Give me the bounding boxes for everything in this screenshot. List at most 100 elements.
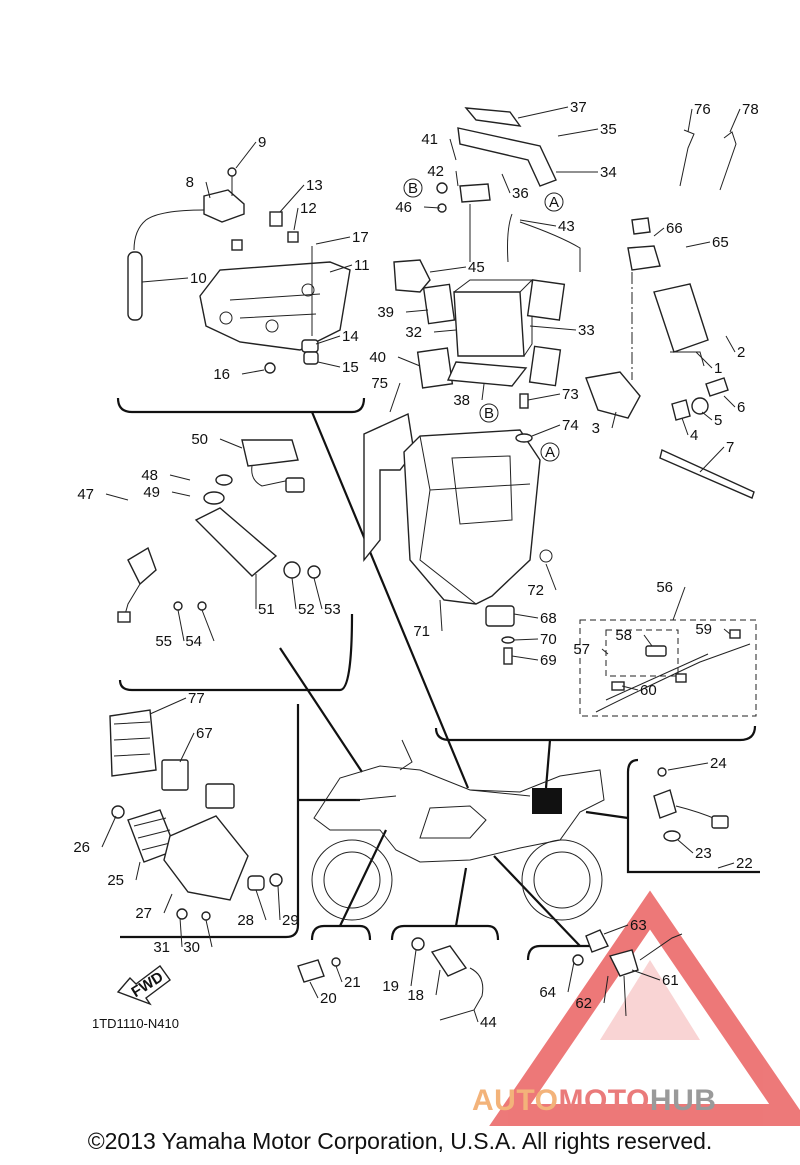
- part-number-68: 68: [540, 610, 557, 627]
- watermark-text-moto: MOTO: [558, 1084, 650, 1117]
- part-number-41: 41: [421, 131, 438, 148]
- part-number-61: 61: [662, 972, 679, 989]
- part-number-2: 2: [737, 344, 745, 361]
- part-number-20: 20: [320, 990, 337, 1007]
- copyright-footer: ©2013 Yamaha Motor Corporation, U.S.A. A…: [87, 1128, 713, 1154]
- part-number-35: 35: [600, 121, 617, 138]
- callout-leader-76: [687, 108, 693, 133]
- part-number-34: 34: [600, 164, 617, 181]
- part-number-16: 16: [213, 366, 230, 383]
- callout-leader-25: [135, 861, 141, 881]
- callout-leader-63: [603, 924, 629, 935]
- diagram-code: 1TD1110-N410: [92, 1016, 179, 1031]
- callout-leader-41: [449, 138, 457, 161]
- sensor-groups: [297, 767, 729, 1021]
- part-number-1: 1: [714, 360, 722, 377]
- part-number-77: 77: [188, 690, 205, 707]
- part-number-14: 14: [342, 328, 359, 345]
- ignition-coil-group: [127, 167, 351, 374]
- part-number-53: 53: [324, 601, 341, 618]
- callout-leader-77: [149, 697, 187, 715]
- part-number-49: 49: [143, 484, 160, 501]
- part-number-64: 64: [539, 984, 556, 1001]
- callout-leader-18: [435, 969, 441, 996]
- callout-leader-24: [667, 762, 709, 771]
- callout-leader-54: [201, 609, 215, 642]
- callout-leader-35: [557, 128, 599, 137]
- callout-leader-9: [235, 141, 257, 169]
- part-number-25: 25: [107, 872, 124, 889]
- forward-direction-arrow: FWD: [116, 965, 171, 1006]
- part-number-17: 17: [352, 229, 369, 246]
- callout-leader-43: [519, 219, 557, 227]
- callout-leader-64: [567, 961, 575, 993]
- callout-leader-37: [517, 106, 569, 119]
- watermark-logo-triangle: [489, 890, 800, 1126]
- callout-leader-62: [603, 975, 609, 1004]
- callout-leader-70: [513, 638, 539, 641]
- callout-leader-2: [725, 335, 736, 353]
- part-number-24: 24: [710, 755, 727, 772]
- callout-leader-8: [205, 181, 211, 199]
- part-number-63: 63: [630, 917, 647, 934]
- callout-leader-68: [513, 613, 539, 619]
- part-number-50: 50: [191, 431, 208, 448]
- part-number-4: 4: [690, 427, 698, 444]
- callout-leader-66: [653, 227, 665, 237]
- part-number-71: 71: [413, 623, 430, 640]
- part-number-36: 36: [512, 185, 529, 202]
- rectifier-group: [109, 709, 283, 921]
- part-number-38: 38: [453, 392, 470, 409]
- part-number-72: 72: [527, 582, 544, 599]
- part-number-28: 28: [237, 912, 254, 929]
- callout-leader-69: [511, 655, 539, 661]
- part-number-58: 58: [615, 627, 632, 644]
- part-number-57: 57: [573, 641, 590, 658]
- part-number-18: 18: [407, 987, 424, 1004]
- callout-leader-5: [701, 411, 713, 421]
- frame-to-vehicle-lines: [279, 411, 629, 947]
- callout-leader-1: [695, 351, 713, 369]
- callout-leader-50: [219, 438, 243, 449]
- callout-leader-7: [699, 446, 725, 473]
- callout-leader-39: [405, 309, 429, 313]
- callout-leader-45: [429, 266, 467, 273]
- callout-leader-53: [313, 577, 323, 610]
- part-number-11: 11: [354, 257, 370, 274]
- part-number-30: 30: [183, 939, 200, 956]
- callout-leader-20: [309, 981, 319, 999]
- part-number-70: 70: [540, 631, 557, 648]
- part-number-67: 67: [196, 725, 213, 742]
- callout-leader-6: [723, 395, 736, 408]
- ref-mark-a-top: A: [549, 194, 559, 211]
- part-number-32: 32: [405, 324, 422, 341]
- callout-leader-40: [397, 356, 421, 367]
- callout-leader-13: [279, 184, 305, 213]
- callout-leader-21: [335, 965, 343, 983]
- part-number-33: 33: [578, 322, 595, 339]
- atv-vehicle-outline: [311, 739, 605, 921]
- callout-leader-38: [481, 383, 485, 401]
- callout-leader-29: [277, 885, 281, 921]
- callout-leader-19: [410, 949, 417, 987]
- part-number-5: 5: [714, 412, 722, 429]
- callout-leader-12: [293, 207, 299, 231]
- part-number-3: 3: [592, 420, 600, 437]
- part-number-78: 78: [742, 101, 759, 118]
- part-number-56: 56: [656, 579, 673, 596]
- part-number-15: 15: [342, 359, 359, 376]
- callout-leader-75: [389, 382, 401, 413]
- callout-leader-32: [433, 329, 457, 333]
- part-number-75: 75: [371, 375, 388, 392]
- part-number-62: 62: [575, 995, 592, 1012]
- part-number-39: 39: [377, 304, 394, 321]
- battery-box-group: [393, 107, 581, 389]
- callout-leader-22: [717, 862, 735, 869]
- part-number-42: 42: [427, 163, 444, 180]
- callout-leader-30: [205, 919, 213, 948]
- callout-leader-56: [672, 586, 686, 621]
- part-number-27: 27: [135, 905, 152, 922]
- part-number-6: 6: [737, 399, 745, 416]
- part-number-48: 48: [141, 467, 158, 484]
- callout-leader-48: [169, 474, 191, 481]
